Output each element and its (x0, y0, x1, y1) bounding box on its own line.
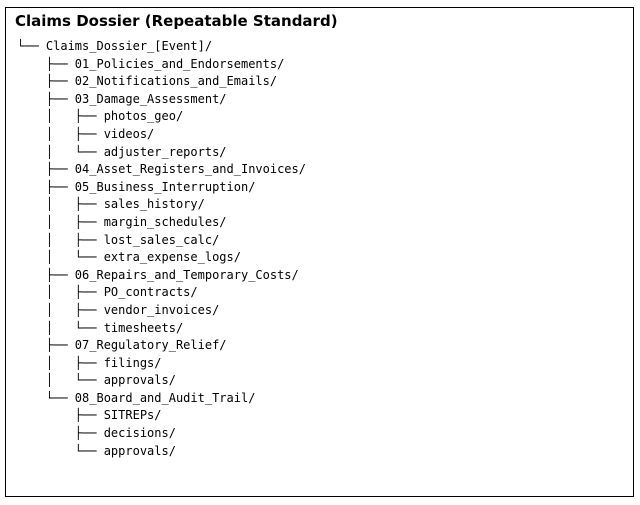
folder-name: adjuster_reports/ (103, 144, 227, 159)
folder-name: filings/ (103, 355, 162, 370)
figure-title: Claims Dossier (Repeatable Standard) (15, 12, 338, 30)
tree-row: ├── 01_Policies_and_Endorsements/ (17, 56, 306, 74)
folder-name: lost_sales_calc/ (103, 232, 220, 247)
tree-branch-connector: ├── (17, 91, 75, 106)
tree-row: │ ├── videos/ (17, 126, 306, 144)
dossier-figure-frame: Claims Dossier (Repeatable Standard) └──… (5, 7, 634, 497)
folder-name: timesheets/ (103, 320, 184, 335)
tree-branch-connector: └── (17, 443, 104, 458)
folder-name: SITREPs/ (103, 408, 162, 423)
tree-branch-connector: │ ├── (17, 355, 104, 370)
tree-row: ├── 02_Notifications_and_Emails/ (17, 73, 306, 91)
tree-branch-connector: │ ├── (17, 302, 104, 317)
tree-branch-connector: │ ├── (17, 109, 104, 124)
tree-row: │ ├── lost_sales_calc/ (17, 232, 306, 250)
tree-branch-connector: ├── (17, 338, 75, 353)
tree-row: └── 08_Board_and_Audit_Trail/ (17, 390, 306, 408)
tree-row: │ ├── filings/ (17, 355, 306, 373)
tree-branch-connector: ├── (17, 179, 75, 194)
tree-branch-connector: ├── (17, 267, 75, 282)
folder-name: 05_Business_Interruption/ (74, 179, 256, 194)
directory-tree: └── Claims_Dossier_[Event]/ ├── 01_Polic… (17, 38, 306, 460)
tree-row: ├── SITREPs/ (17, 407, 306, 425)
folder-name: approvals/ (103, 443, 176, 458)
folder-name: Claims_Dossier_[Event]/ (45, 39, 213, 53)
folder-name: 02_Notifications_and_Emails/ (74, 74, 278, 89)
tree-row: │ └── timesheets/ (17, 320, 306, 338)
tree-row: │ ├── vendor_invoices/ (17, 302, 306, 320)
tree-row: │ ├── PO_contracts/ (17, 284, 306, 302)
tree-row: └── approvals/ (17, 443, 306, 461)
tree-branch-connector: │ └── (17, 373, 104, 388)
tree-row: ├── decisions/ (17, 425, 306, 443)
folder-name: 03_Damage_Assessment/ (74, 91, 227, 106)
tree-branch-connector: ├── (17, 426, 104, 441)
tree-branch-connector: │ ├── (17, 232, 104, 247)
tree-branch-connector: ├── (17, 162, 75, 177)
tree-branch-connector: │ ├── (17, 197, 104, 212)
tree-row: └── Claims_Dossier_[Event]/ (17, 38, 306, 56)
folder-name: 04_Asset_Registers_and_Invoices/ (74, 162, 306, 177)
tree-branch-connector: └── (17, 390, 75, 405)
folder-name: 06_Repairs_and_Temporary_Costs/ (74, 267, 299, 282)
tree-branch-connector: ├── (17, 74, 75, 89)
tree-row: ├── 05_Business_Interruption/ (17, 179, 306, 197)
folder-name: photos_geo/ (103, 109, 184, 124)
tree-row: ├── 04_Asset_Registers_and_Invoices/ (17, 161, 306, 179)
folder-name: margin_schedules/ (103, 214, 227, 229)
folder-name: approvals/ (103, 373, 176, 388)
tree-branch-connector: │ └── (17, 320, 104, 335)
tree-branch-connector: └── (17, 39, 46, 53)
tree-row: │ └── extra_expense_logs/ (17, 249, 306, 267)
tree-row: ├── 07_Regulatory_Relief/ (17, 337, 306, 355)
folder-name: 08_Board_and_Audit_Trail/ (74, 390, 256, 405)
tree-row: ├── 06_Repairs_and_Temporary_Costs/ (17, 267, 306, 285)
tree-branch-connector: │ ├── (17, 214, 104, 229)
folder-name: decisions/ (103, 426, 176, 441)
tree-branch-connector: │ └── (17, 144, 104, 159)
folder-name: videos/ (103, 126, 155, 141)
folder-name: vendor_invoices/ (103, 302, 220, 317)
folder-name: 01_Policies_and_Endorsements/ (74, 56, 285, 71)
tree-branch-connector: ├── (17, 408, 104, 423)
folder-name: PO_contracts/ (103, 285, 198, 300)
tree-branch-connector: ├── (17, 56, 75, 71)
tree-row: │ └── adjuster_reports/ (17, 144, 306, 162)
tree-row: │ ├── photos_geo/ (17, 108, 306, 126)
folder-name: sales_history/ (103, 197, 205, 212)
tree-branch-connector: │ └── (17, 250, 104, 265)
tree-branch-connector: │ ├── (17, 285, 104, 300)
tree-row: ├── 03_Damage_Assessment/ (17, 91, 306, 109)
folder-name: 07_Regulatory_Relief/ (74, 338, 227, 353)
tree-row: │ └── approvals/ (17, 372, 306, 390)
tree-row: │ ├── margin_schedules/ (17, 214, 306, 232)
tree-row: │ ├── sales_history/ (17, 196, 306, 214)
folder-name: extra_expense_logs/ (103, 250, 241, 265)
tree-branch-connector: │ ├── (17, 126, 104, 141)
